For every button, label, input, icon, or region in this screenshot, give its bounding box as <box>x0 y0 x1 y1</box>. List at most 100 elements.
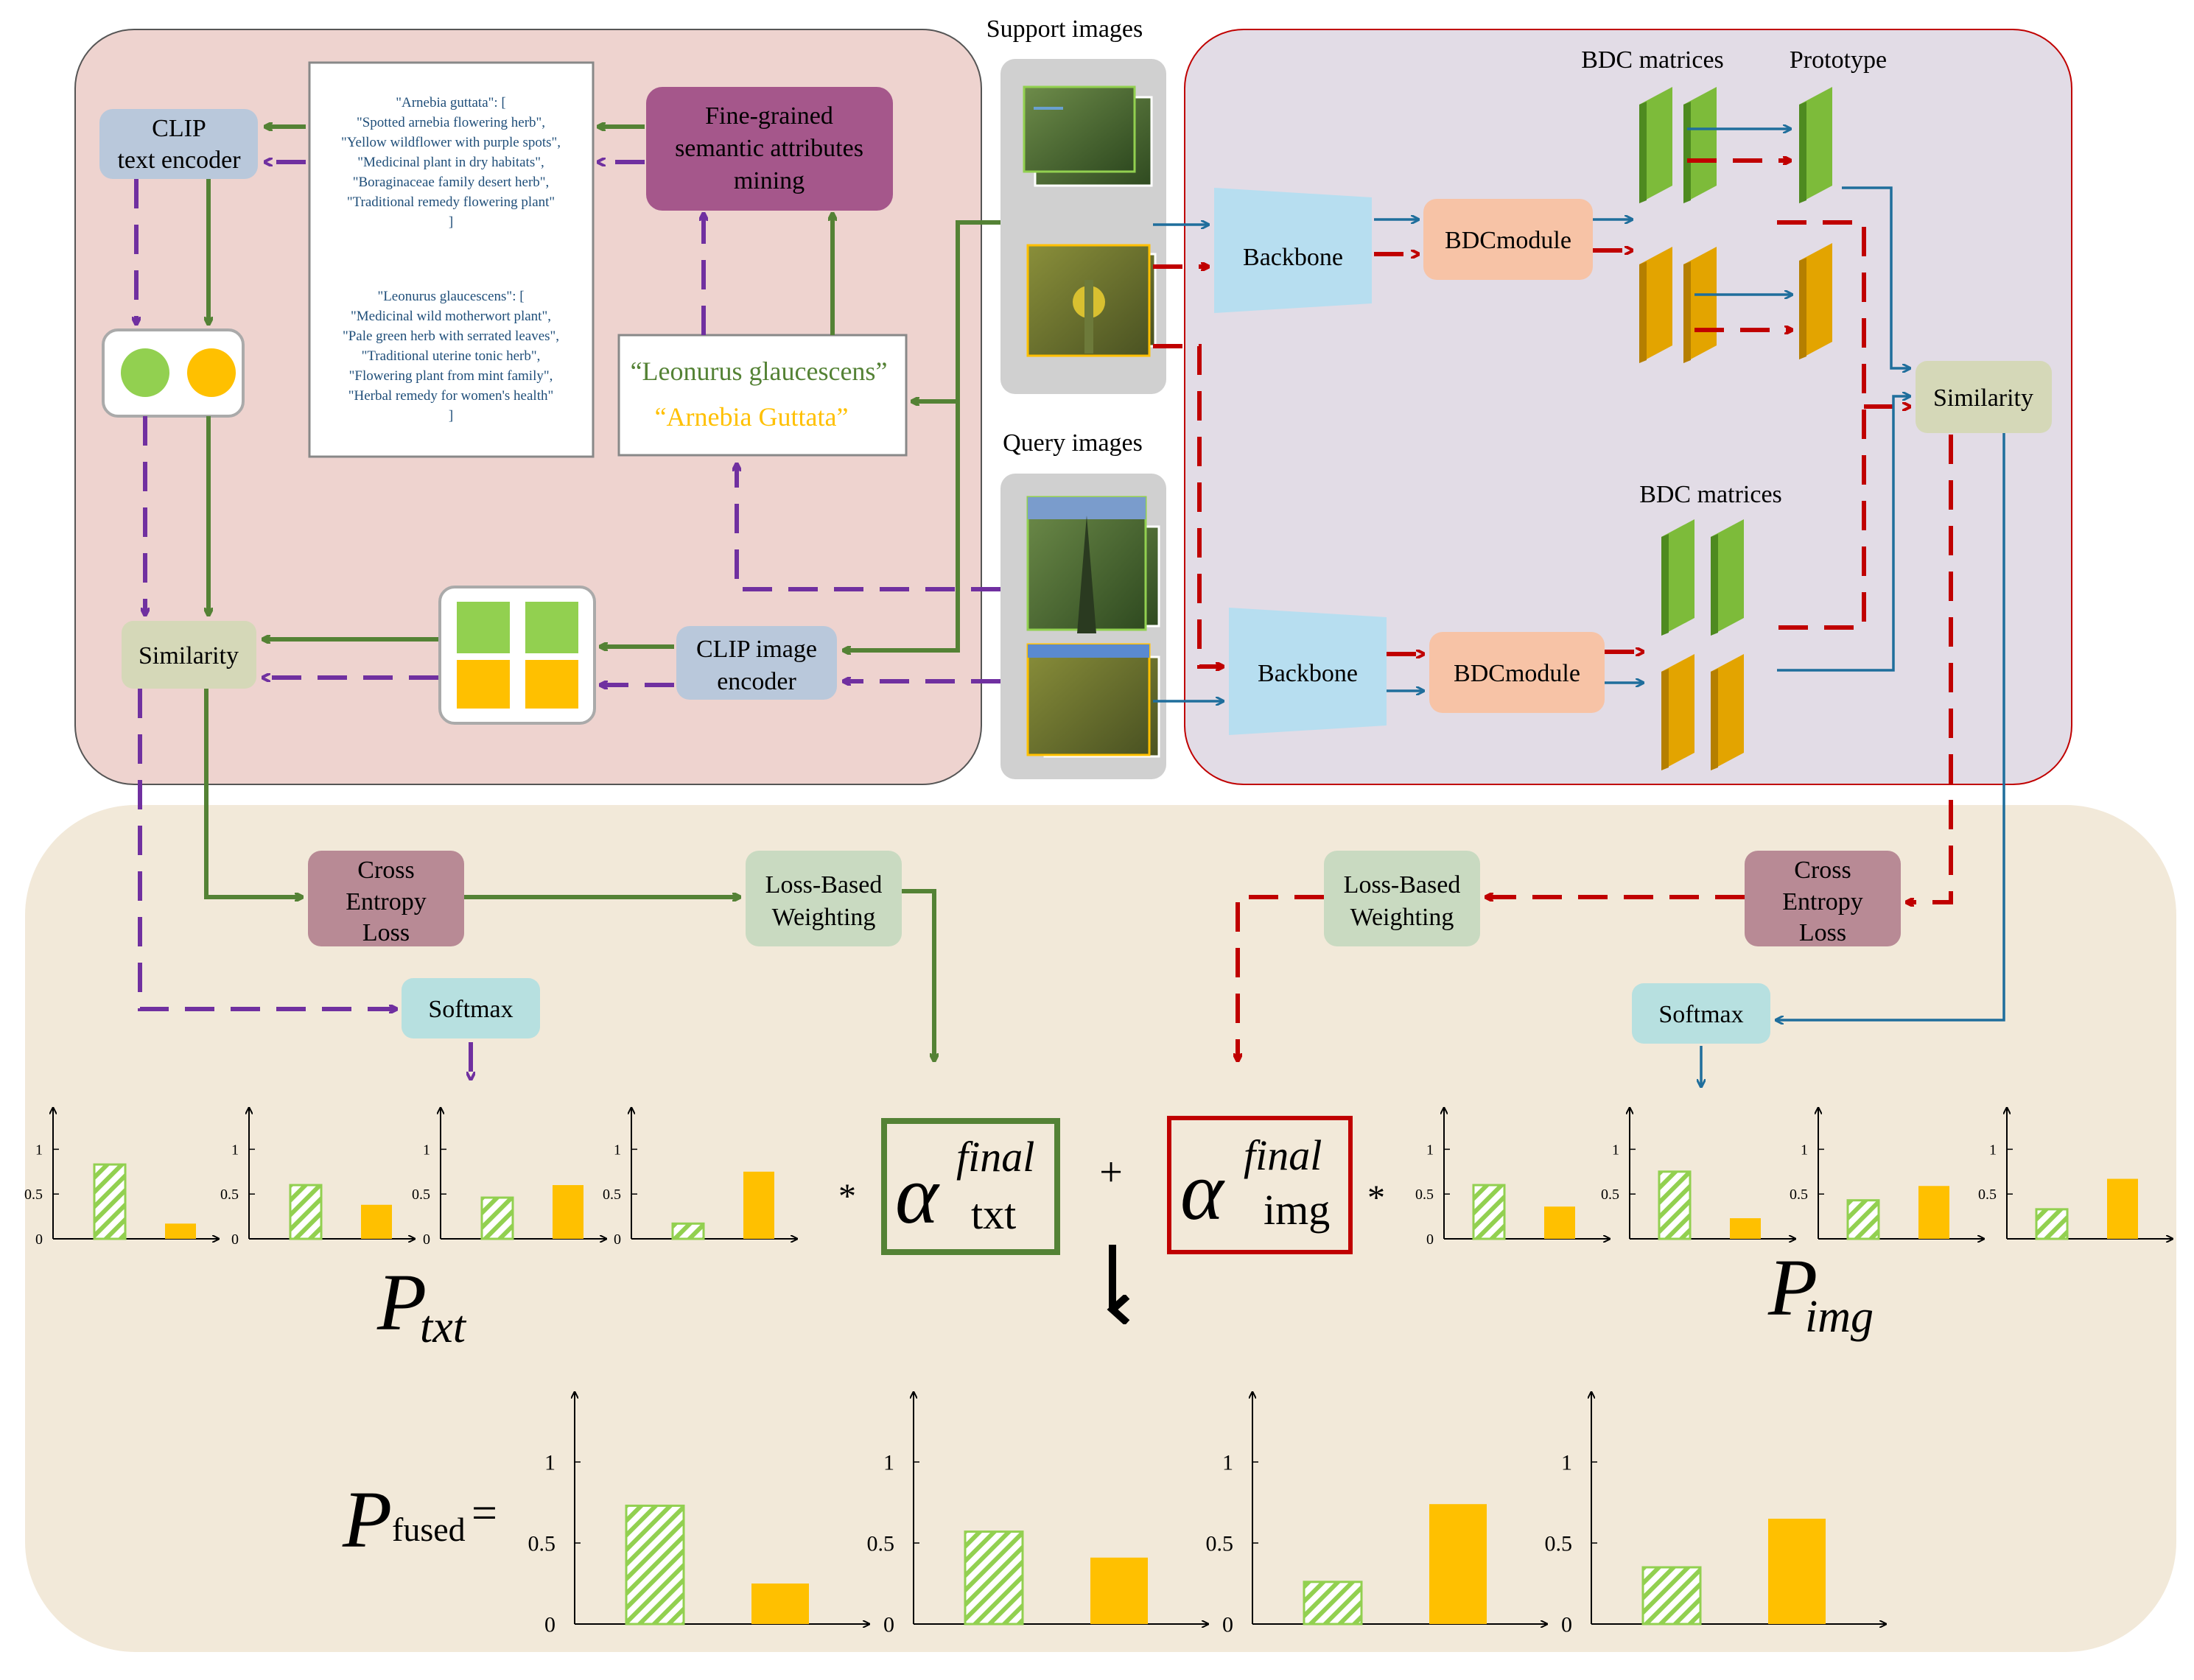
y-tick-label: 0.5 <box>24 1187 43 1203</box>
y-tick-label: 1 <box>614 1142 621 1158</box>
bdc-query-slab-green-edge <box>1711 534 1718 636</box>
y-tick-label: 0.5 <box>603 1187 621 1203</box>
alpha-txt-box <box>881 1118 1060 1255</box>
class-names-box <box>617 334 908 457</box>
p-fused-symbol: P <box>342 1475 392 1564</box>
bar-hatched-green <box>480 1196 514 1240</box>
support-images-label: Support images <box>986 15 1143 43</box>
y-tick-label: 0.5 <box>1545 1532 1573 1556</box>
y-tick-label: 0.5 <box>1415 1187 1434 1203</box>
attribute-line: "Yellow wildflower with purple spots", <box>341 135 561 150</box>
bar-hatched-green <box>93 1163 127 1240</box>
alpha-img-box <box>1167 1116 1353 1254</box>
loss-weighting-right-box <box>1324 851 1480 946</box>
bar-hatched-green <box>1641 1566 1702 1625</box>
bdc-query-slab-green-edge <box>1661 534 1669 636</box>
bdc-slab-yellow <box>1639 247 1672 363</box>
formula: * α final txt + α final img * P txt P im… <box>342 1116 1874 1564</box>
fine-grained-line3: mining <box>734 167 805 194</box>
star-left: * <box>838 1177 856 1216</box>
attribute-line: ] <box>449 214 453 230</box>
bar-hatched-green <box>964 1530 1024 1625</box>
alpha-img-symbol: α <box>1180 1146 1225 1237</box>
attribute-line: "Traditional uterine tonic herb", <box>362 348 541 364</box>
softmax-right-box <box>1632 983 1770 1044</box>
loss-weighting-left-l2: Weighting <box>772 904 876 931</box>
p-img-symbol: P <box>1767 1243 1818 1332</box>
bdc-slab-green-edge <box>1683 102 1691 203</box>
y-tick-label: 1 <box>1612 1142 1619 1158</box>
p-txt-symbol: P <box>376 1257 427 1347</box>
attributes-box <box>308 61 595 458</box>
p_fused-chart-4: 00.51 <box>1545 1392 1887 1637</box>
attribute-line: "Leonurus glaucescens": [ <box>377 289 524 304</box>
p_img-chart-4: 0.51 <box>1978 1108 2173 1239</box>
y-tick-label: 0.5 <box>220 1187 239 1203</box>
prototype-slab-yellow-edge <box>1799 258 1806 359</box>
bdc-slab-green <box>1639 87 1672 203</box>
attribute-line: "Arnebia guttata": [ <box>396 95 506 110</box>
bar-yellow <box>1730 1218 1761 1239</box>
alpha-txt-symbol: α <box>895 1150 940 1241</box>
y-tick-label: 1 <box>883 1451 894 1475</box>
bar-hatched-green <box>289 1184 323 1240</box>
y-tick-label: 0 <box>1222 1613 1233 1637</box>
bar-hatched-green <box>2035 1208 2069 1240</box>
p_fused-chart-2: 00.51 <box>867 1392 1209 1637</box>
loss-weighting-right-l2: Weighting <box>1350 904 1454 931</box>
class-name-leonurus: “Leonurus glaucescens” <box>631 356 888 386</box>
bar-yellow <box>751 1584 809 1624</box>
star-right: * <box>1367 1178 1385 1217</box>
plus-sign: + <box>1099 1150 1123 1195</box>
p_txt-chart-2: 00.51 <box>220 1108 415 1248</box>
similarity-right: Similarity <box>1933 384 2033 412</box>
connector-arrows <box>136 127 2005 1086</box>
softmax-left-box <box>402 978 540 1038</box>
y-tick-label: 1 <box>1561 1451 1572 1475</box>
bdc-matrix-slabs <box>1639 87 1832 770</box>
y-tick-label: 1 <box>1426 1142 1434 1158</box>
attributes-leonurus: "Leonurus glaucescens": ["Medicinal wild… <box>343 289 559 423</box>
backbone-top: Backbone <box>1243 244 1343 271</box>
query-photos <box>1026 496 1160 758</box>
y-tick-label: 0.5 <box>412 1187 430 1203</box>
bdc-query-slab-green <box>1661 519 1694 636</box>
green-class-token <box>121 348 169 397</box>
clip-image-encoder-line1: CLIP image <box>696 636 817 663</box>
bdcmodule-bottom-box <box>1429 632 1605 713</box>
y-tick-label: 0.5 <box>1601 1187 1619 1203</box>
attribute-line: ] <box>449 408 453 423</box>
cross-entropy-left-box <box>308 851 464 946</box>
cross-entropy-right-l1: Cross <box>1794 857 1851 884</box>
attribute-line: "Flowering plant from mint family", <box>349 368 553 384</box>
cross-entropy-right-l3: Loss <box>1799 919 1846 946</box>
y-tick-label: 0 <box>35 1231 43 1248</box>
cross-entropy-right-l2: Entropy <box>1782 888 1863 915</box>
class-name-arnebia: “Arnebia Guttata” <box>655 402 849 432</box>
bar-hatched-green <box>1658 1170 1692 1240</box>
cross-entropy-left-l2: Entropy <box>346 888 427 915</box>
bdc-matrices-bottom-label: BDC matrices <box>1639 481 1782 508</box>
alpha-img-sub: img <box>1264 1186 1330 1234</box>
y-tick-label: 0 <box>614 1231 621 1248</box>
p_img-chart-2: 0.51 <box>1601 1108 1795 1239</box>
bdc-slab-green-edge <box>1639 102 1647 203</box>
similarity-left: Similarity <box>139 642 239 669</box>
cross-entropy-left-l1: Cross <box>357 857 414 884</box>
bar-yellow <box>1429 1504 1487 1624</box>
bdc-slab-green <box>1683 87 1717 203</box>
bdc-slab-yellow-edge <box>1639 261 1647 363</box>
y-tick-label: 0 <box>1426 1231 1434 1248</box>
bar-yellow <box>165 1223 196 1239</box>
p_fused-chart-1: 00.51 <box>528 1392 870 1637</box>
bdc-query-slab-yellow-edge <box>1661 669 1669 770</box>
bdc-query-slab-yellow <box>1661 654 1694 770</box>
attributes-arnebia: "Arnebia guttata": [ "Spotted arnebia flo… <box>341 95 561 230</box>
y-tick-label: 1 <box>1801 1142 1808 1158</box>
attribute-line: "Spotted arnebia flowering herb", <box>357 115 545 130</box>
bar-yellow <box>1090 1557 1148 1624</box>
cross-entropy-right-box <box>1745 851 1901 946</box>
softmax-left: Softmax <box>428 996 513 1023</box>
p-txt-sub: txt <box>420 1302 467 1352</box>
alpha-txt-sup: final <box>956 1133 1034 1181</box>
